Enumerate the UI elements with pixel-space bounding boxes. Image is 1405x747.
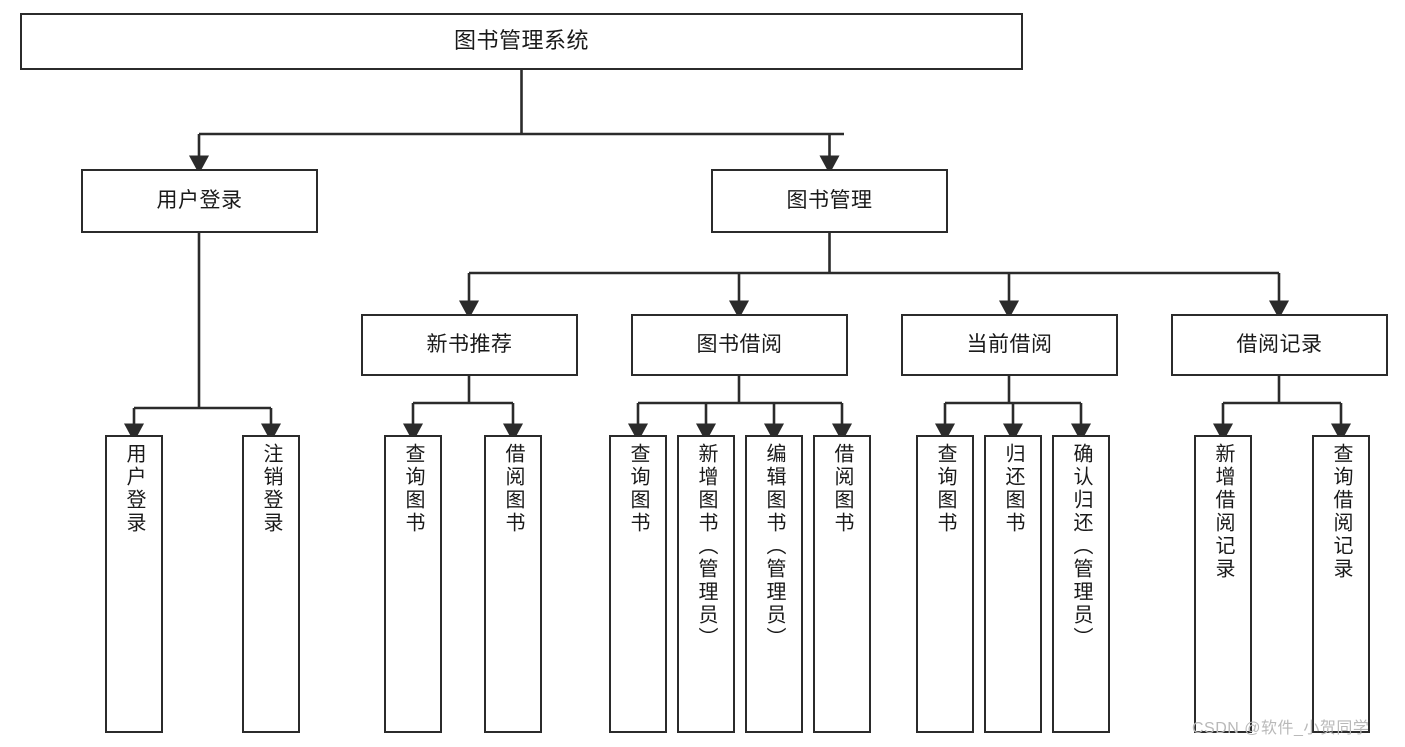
node-book-borrowing[interactable]: 图书借阅 [631, 314, 848, 376]
node-borrowing-record[interactable]: 借阅记录 [1171, 314, 1388, 376]
node-leaf-add-book-admin[interactable]: 新增图书（管理员） [677, 435, 735, 733]
node-label: 查询图书 [402, 443, 424, 535]
node-label: 查询图书 [934, 443, 956, 535]
node-leaf-borrow-book-recommendation[interactable]: 借阅图书 [484, 435, 542, 733]
node-label: 查询图书 [627, 443, 649, 535]
node-leaf-query-book-current[interactable]: 查询图书 [916, 435, 974, 733]
node-label: 查询借阅记录 [1330, 443, 1352, 581]
node-label: 确认归还（管理员） [1070, 443, 1092, 650]
node-leaf-logout[interactable]: 注销登录 [242, 435, 300, 733]
node-user-login[interactable]: 用户登录 [81, 169, 318, 233]
node-leaf-query-borrow-record[interactable]: 查询借阅记录 [1312, 435, 1370, 733]
node-leaf-query-book[interactable]: 查询图书 [609, 435, 667, 733]
node-label: 图书借阅 [696, 333, 783, 357]
node-label: 图书管理系统 [453, 28, 589, 54]
node-root-book-management-system[interactable]: 图书管理系统 [20, 13, 1023, 70]
node-leaf-user-login[interactable]: 用户登录 [105, 435, 163, 733]
node-label: 用户登录 [123, 443, 145, 535]
node-leaf-edit-book-admin[interactable]: 编辑图书（管理员） [745, 435, 803, 733]
node-leaf-borrow-book[interactable]: 借阅图书 [813, 435, 871, 733]
node-label: 新增图书（管理员） [695, 443, 717, 650]
node-leaf-return-book[interactable]: 归还图书 [984, 435, 1042, 733]
node-current-borrowing[interactable]: 当前借阅 [901, 314, 1118, 376]
node-leaf-add-borrow-record[interactable]: 新增借阅记录 [1194, 435, 1252, 733]
node-label: 新增借阅记录 [1212, 443, 1234, 581]
node-label: 注销登录 [260, 443, 282, 535]
node-label: 当前借阅 [966, 333, 1053, 357]
node-label: 图书管理 [786, 189, 873, 213]
node-label: 新书推荐 [426, 333, 513, 357]
node-new-book-recommendation[interactable]: 新书推荐 [361, 314, 578, 376]
node-label: 用户登录 [156, 189, 243, 213]
node-label: 借阅图书 [502, 443, 524, 535]
node-book-management[interactable]: 图书管理 [711, 169, 948, 233]
node-label: 借阅图书 [831, 443, 853, 535]
node-leaf-confirm-return-admin[interactable]: 确认归还（管理员） [1052, 435, 1110, 733]
node-label: 借阅记录 [1236, 333, 1323, 357]
node-label: 编辑图书（管理员） [763, 443, 785, 650]
node-leaf-query-book-recommendation[interactable]: 查询图书 [384, 435, 442, 733]
node-label: 归还图书 [1002, 443, 1024, 535]
